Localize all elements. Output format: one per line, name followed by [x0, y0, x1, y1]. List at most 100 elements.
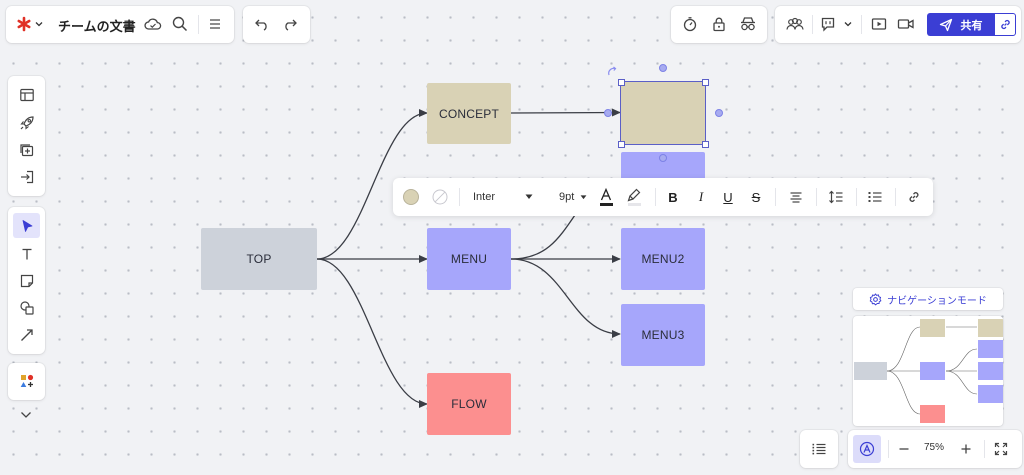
- connector-point-bottom[interactable]: [659, 154, 667, 162]
- add-frame-button[interactable]: [15, 139, 39, 161]
- connector-tool-button[interactable]: [15, 324, 39, 346]
- resize-handle-nw[interactable]: [618, 79, 625, 86]
- outline-button[interactable]: [808, 438, 830, 460]
- font-family-select[interactable]: Inter: [473, 188, 533, 206]
- fit-to-screen-button[interactable]: [990, 438, 1012, 460]
- apps-icon: [19, 373, 35, 389]
- chevron-down-icon: [35, 20, 43, 28]
- line-height-button[interactable]: [825, 186, 847, 208]
- format-divider: [459, 188, 460, 206]
- video-icon: [897, 17, 915, 31]
- align-button[interactable]: [785, 186, 807, 208]
- quick-start-button[interactable]: [15, 112, 39, 134]
- sticky-note-tool-button[interactable]: [15, 270, 39, 292]
- zoom-level[interactable]: 75%: [923, 442, 944, 453]
- numbered-list-icon: [867, 190, 883, 204]
- add-frame-icon: [19, 142, 35, 158]
- node-flow[interactable]: FLOW: [427, 373, 511, 435]
- text-color-icon: [599, 188, 613, 202]
- italic-button[interactable]: I: [691, 186, 711, 208]
- comment-options-button[interactable]: [841, 14, 855, 34]
- share-button-label: 共有: [960, 19, 983, 32]
- strikethrough-button[interactable]: S: [746, 186, 766, 208]
- main-menu-button[interactable]: [204, 14, 226, 34]
- border-color-button[interactable]: [430, 187, 450, 207]
- comment-icon: [820, 16, 836, 32]
- connector-point-left[interactable]: [604, 109, 612, 117]
- collab-divider: [812, 15, 813, 34]
- header-divider: [198, 15, 199, 34]
- templates-button[interactable]: [15, 84, 39, 106]
- import-button[interactable]: [15, 166, 39, 188]
- expand-icon: [994, 442, 1008, 456]
- edge-top-flow: [316, 258, 428, 409]
- present-button[interactable]: [868, 14, 890, 34]
- tools-panel: [671, 6, 767, 43]
- expand-toolbar-button[interactable]: [15, 406, 37, 424]
- zoom-in-button[interactable]: [955, 438, 977, 460]
- zoom-out-button[interactable]: [893, 438, 915, 460]
- resize-handle-ne[interactable]: [702, 79, 709, 86]
- minus-icon: [898, 443, 910, 455]
- link-icon: [999, 18, 1012, 31]
- resize-handle-se[interactable]: [702, 141, 709, 148]
- people-icon: [785, 16, 805, 32]
- minimap-preview: [854, 319, 1003, 423]
- list-icon: [811, 442, 827, 456]
- copy-link-button[interactable]: [994, 13, 1016, 36]
- layout-icon: [19, 87, 35, 103]
- hamburger-icon: [208, 18, 222, 30]
- font-size-select[interactable]: 9pt: [559, 188, 587, 206]
- insert-link-button[interactable]: [903, 186, 925, 208]
- left-panel-create: [8, 207, 45, 354]
- format-divider: [655, 188, 656, 206]
- connector-point-top[interactable]: [659, 64, 667, 72]
- bold-button[interactable]: B: [663, 186, 683, 208]
- font-size-value: 9pt: [559, 191, 575, 203]
- select-tool-button[interactable]: [13, 213, 40, 238]
- document-title[interactable]: チームの文書: [58, 19, 136, 34]
- node-concept[interactable]: CONCEPT: [427, 83, 511, 144]
- node-menu2[interactable]: MENU2: [621, 228, 705, 290]
- lock-button[interactable]: [708, 14, 730, 34]
- node-selected-shape[interactable]: [620, 81, 706, 145]
- format-divider: [895, 188, 896, 206]
- node-menu3[interactable]: MENU3: [621, 304, 705, 366]
- accessibility-icon: [859, 441, 875, 457]
- node-top[interactable]: TOP: [201, 228, 317, 290]
- private-mode-button[interactable]: [736, 14, 760, 34]
- accessibility-button[interactable]: [853, 435, 881, 463]
- search-button[interactable]: [169, 14, 191, 34]
- chevron-down-icon: [844, 20, 852, 28]
- italic-icon: I: [698, 189, 704, 204]
- cloud-sync-button[interactable]: [142, 14, 164, 34]
- connector-point-right[interactable]: [715, 109, 723, 117]
- history-panel: [243, 6, 310, 43]
- no-color-icon: [432, 189, 448, 205]
- timer-button[interactable]: [679, 14, 701, 34]
- link-icon: [907, 190, 921, 204]
- share-button[interactable]: 共有: [927, 13, 994, 36]
- underline-button[interactable]: U: [718, 186, 738, 208]
- shape-tool-button[interactable]: [15, 297, 39, 319]
- resize-handle-sw[interactable]: [618, 141, 625, 148]
- text-color-button[interactable]: [595, 186, 617, 208]
- node-menu[interactable]: MENU: [427, 228, 511, 290]
- undo-button[interactable]: [251, 14, 273, 34]
- fill-color-button[interactable]: [401, 187, 421, 207]
- video-call-button[interactable]: [895, 14, 917, 34]
- comment-button[interactable]: [817, 14, 839, 34]
- timer-icon: [682, 16, 698, 32]
- rotate-handle-icon[interactable]: [607, 66, 619, 78]
- minimap[interactable]: [853, 316, 1003, 426]
- logo-menu-button[interactable]: [12, 14, 46, 34]
- strikethrough-icon: S: [751, 189, 761, 205]
- edge-menu-menu3: [510, 258, 621, 339]
- list-button[interactable]: [864, 186, 886, 208]
- navigation-mode-button[interactable]: ナビゲーションモード: [853, 288, 1003, 310]
- apps-button[interactable]: [15, 370, 39, 392]
- text-tool-button[interactable]: [15, 243, 39, 265]
- members-button[interactable]: [783, 14, 807, 34]
- redo-button[interactable]: [279, 14, 301, 34]
- highlight-button[interactable]: [623, 186, 645, 208]
